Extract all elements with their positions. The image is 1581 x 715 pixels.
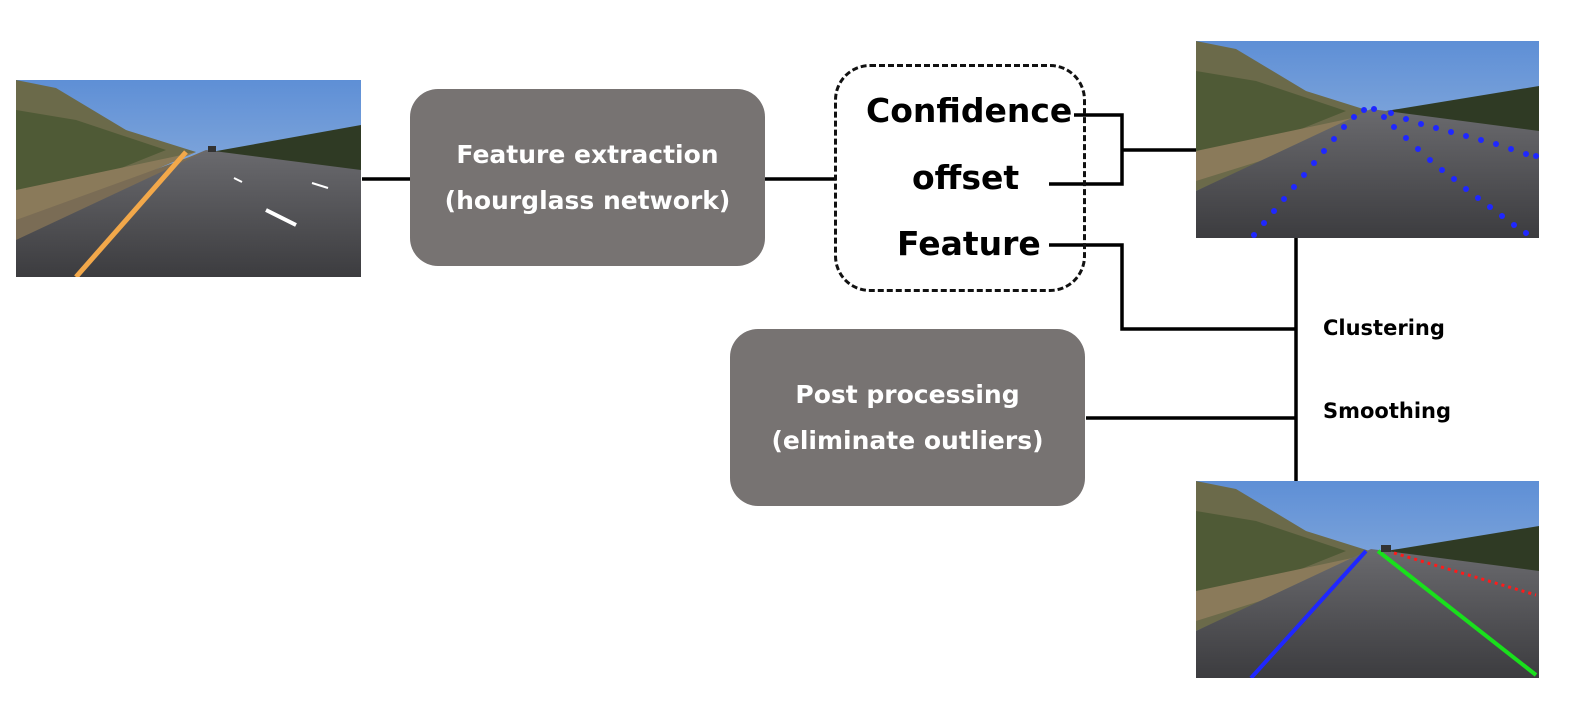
network-outputs-group [834, 64, 1086, 292]
post-processing-box: Post processing (eliminate outliers) [730, 329, 1085, 506]
feature-to-trunk-line [1049, 243, 1296, 331]
detected-points-image [1196, 41, 1539, 238]
feature-extraction-title: Feature extraction [456, 139, 719, 169]
post-processing-title: Post processing [795, 379, 1020, 409]
feature-extraction-subtitle: (hourglass network) [444, 185, 731, 215]
confidence-label: Confidence [866, 91, 1073, 130]
feature-extraction-box: Feature extraction (hourglass network) [410, 89, 765, 266]
smoothing-step: Smoothing [1323, 399, 1452, 423]
offset-label: offset [912, 158, 1020, 197]
final-lanes-image [1196, 481, 1539, 678]
clustering-step: Clustering [1323, 316, 1445, 340]
input-road-image [16, 80, 361, 277]
feature-label: Feature [897, 224, 1041, 263]
post-processing-subtitle: (eliminate outliers) [771, 425, 1044, 455]
